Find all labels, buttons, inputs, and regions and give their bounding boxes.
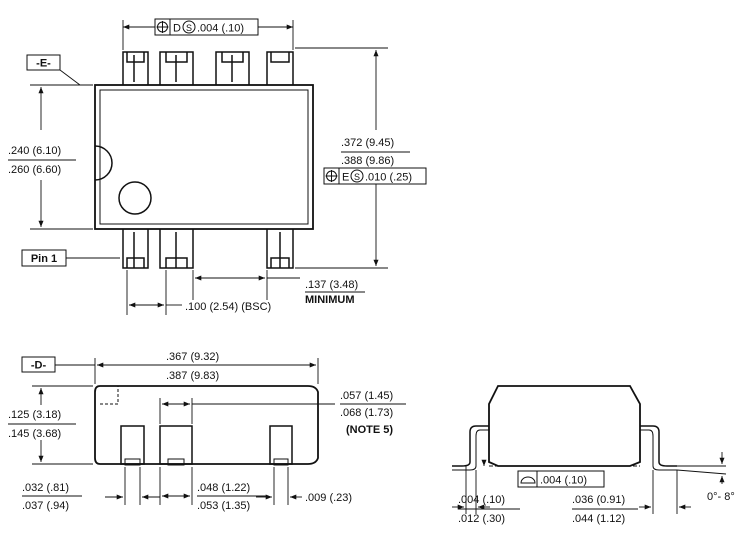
minimum-label: MINIMUM — [305, 294, 355, 306]
width-min: .240 (6.10) — [8, 145, 61, 157]
top-view-dimensions — [30, 20, 388, 315]
body-length-min: .367 (9.32) — [166, 351, 219, 363]
standoff-max: .068 (1.73) — [340, 407, 393, 419]
side-view-dimensions — [32, 358, 335, 505]
top-frame-value: .004 (.10) — [197, 23, 244, 35]
note5-label: (NOTE 5) — [346, 424, 393, 436]
end-view — [452, 385, 677, 471]
standoff-min: .057 (1.45) — [340, 390, 393, 402]
svg-text:Pin 1: Pin 1 — [31, 253, 57, 265]
lead-tip-value: .009 (.23) — [305, 492, 352, 504]
right-frame-value: .010 (.25) — [365, 172, 412, 184]
lead-width2-min: .048 (1.22) — [197, 482, 250, 494]
pin1-label: Pin 1 — [21, 249, 67, 267]
width-max: .260 (6.60) — [8, 164, 61, 176]
side-view — [94, 385, 319, 466]
svg-text:-E-: -E- — [36, 58, 51, 70]
angle-range: 0°- 8° — [707, 491, 735, 503]
top-pins-upper — [122, 51, 294, 85]
thickness-min: .004 (.10) — [458, 494, 505, 506]
lead-width-max: .037 (.94) — [22, 500, 69, 512]
body-length-max: .387 (9.83) — [166, 370, 219, 382]
foot-length-max: .044 (1.12) — [572, 513, 625, 525]
height-min: .125 (3.18) — [8, 409, 61, 421]
length-max: .388 (9.86) — [341, 155, 394, 167]
thickness-max: .012 (.30) — [458, 513, 505, 525]
lead-width-min: .032 (.81) — [22, 482, 69, 494]
foot-length-min: .036 (0.91) — [572, 494, 625, 506]
top-pins-lower — [122, 229, 294, 269]
right-frame-modifier: S — [354, 172, 360, 182]
datum-e-label: -E- — [26, 54, 61, 71]
top-frame-control: D S .004 (.10) — [154, 18, 259, 36]
height-max: .145 (3.68) — [8, 428, 61, 440]
svg-text:-D-: -D- — [31, 360, 47, 372]
side-frame-value: .004 (.10) — [540, 475, 587, 487]
length-min: .372 (9.45) — [341, 137, 394, 149]
right-frame-control: E S .010 (.25) — [323, 167, 427, 185]
lead-width2-max: .053 (1.35) — [197, 500, 250, 512]
side-frame-control: .004 (.10) — [517, 470, 605, 488]
top-view — [94, 51, 314, 269]
top-frame-datum: D — [173, 23, 181, 35]
lead-span-value: .137 (3.48) — [305, 279, 358, 291]
top-frame-modifier: S — [186, 23, 192, 33]
end-view-dimensions — [452, 452, 727, 514]
datum-d-label: -D- — [21, 356, 56, 373]
right-frame-datum: E — [342, 172, 349, 184]
pitch-value: .100 (2.54) (BSC) — [185, 301, 271, 313]
